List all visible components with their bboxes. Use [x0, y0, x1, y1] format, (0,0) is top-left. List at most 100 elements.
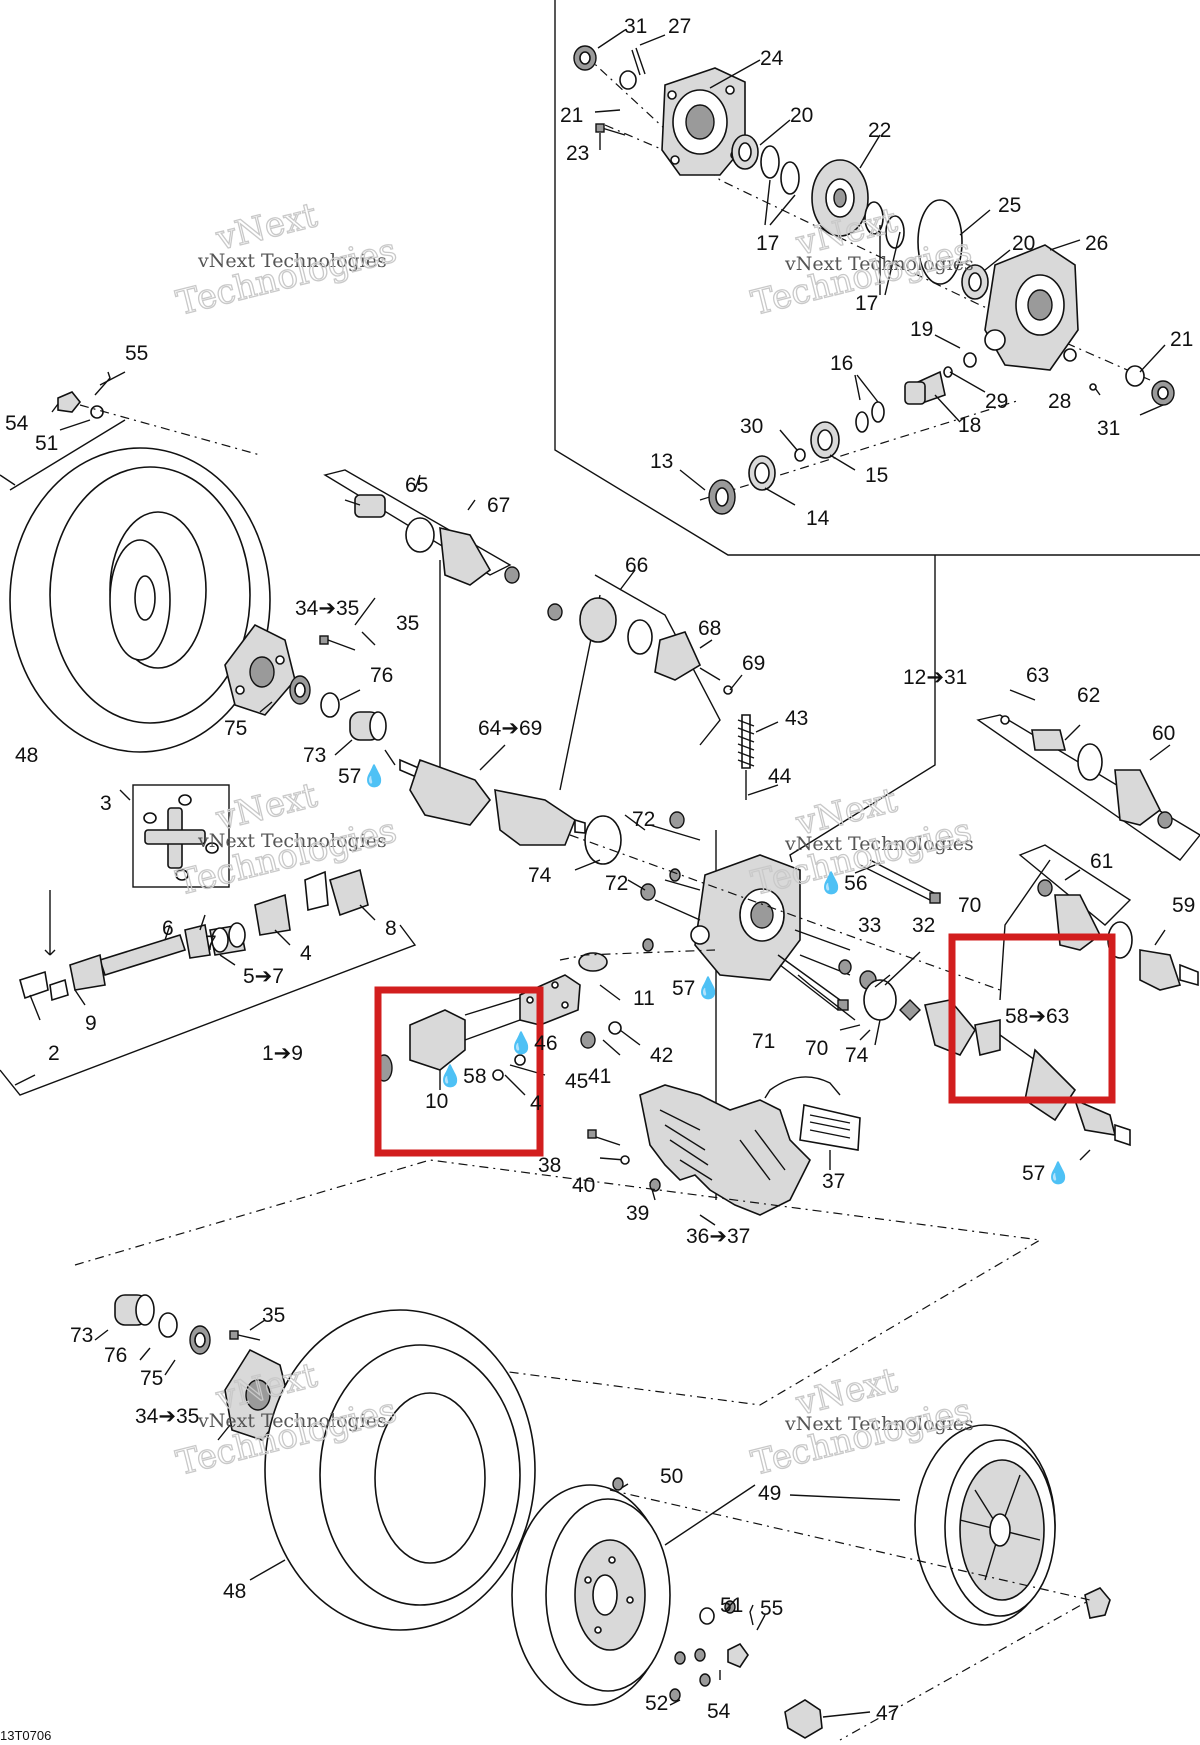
bearing-20-right — [961, 264, 989, 300]
rear-wheel-left-top — [9, 371, 271, 753]
callout: 70 — [958, 894, 981, 917]
callout: 72 — [605, 872, 628, 895]
callout: 71 — [752, 1030, 775, 1053]
callout: 45 — [565, 1070, 588, 1093]
ring-gear-22 — [811, 159, 869, 237]
callout: 48 — [223, 1580, 246, 1603]
callout: 19 — [910, 318, 933, 341]
watermark-name: vNext Technologies — [197, 250, 387, 272]
callout: 41 — [588, 1065, 611, 1088]
callout: 63 — [1026, 664, 1049, 687]
callout: 24 — [760, 47, 784, 70]
callout: 34➔35 — [135, 1405, 199, 1428]
callout: 5➔7 — [243, 965, 284, 988]
callout: 67 — [487, 494, 510, 517]
callout: 50 — [660, 1465, 683, 1488]
diff-cover-24 — [661, 67, 746, 176]
callout: 54 — [707, 1700, 731, 1723]
callout: 31 — [624, 15, 647, 38]
callout: 47 — [876, 1702, 899, 1725]
callout: 75 — [224, 717, 247, 740]
callout: 17 — [756, 232, 779, 255]
callout: 76 — [104, 1344, 127, 1367]
drive-shaft-left — [323, 469, 743, 871]
callout: 76 — [370, 664, 393, 687]
callout: 74 — [845, 1044, 869, 1067]
pinion-18 — [904, 370, 946, 405]
prop-shaft-1-9 — [19, 868, 376, 1021]
highlight-box-right-axle — [948, 933, 1116, 1104]
callout: 12➔31 — [903, 666, 967, 689]
watermark-name: vNext Technologies — [784, 253, 974, 275]
diff-housing-26 — [984, 244, 1079, 371]
watermark-name: vNext Technologies — [197, 1410, 387, 1432]
front-output-10 — [375, 949, 716, 1096]
callout: 35 — [262, 1304, 285, 1327]
callout: 61 — [1090, 850, 1113, 873]
callout: 20 — [1012, 232, 1035, 255]
callout: 16 — [830, 352, 853, 375]
bearing-15 — [810, 421, 840, 459]
callout: 73 — [303, 744, 326, 767]
callout: 1➔9 — [262, 1042, 303, 1065]
callout: 13 — [650, 450, 673, 473]
callout: 💧46 — [508, 1030, 558, 1055]
callout: 42 — [650, 1044, 673, 1067]
bearing-20-top — [731, 134, 759, 170]
callout: 40 — [572, 1174, 595, 1197]
callout: 3 — [100, 792, 112, 815]
callout: 18 — [958, 414, 981, 437]
spacer-14 — [748, 455, 776, 491]
front-differential-56 — [569, 811, 1001, 1046]
callout: 2 — [48, 1042, 60, 1065]
callout: 27 — [668, 15, 691, 38]
callout: 21 — [1170, 328, 1193, 351]
drive-shaft-right — [899, 689, 1200, 1161]
seal-31-top — [573, 45, 597, 71]
callout: 54 — [5, 412, 29, 435]
callout: 6 — [162, 917, 174, 940]
callout: 72 — [632, 808, 655, 831]
callout: 4 — [530, 1092, 542, 1115]
callout: 74 — [528, 864, 552, 887]
callout: 11 — [633, 987, 655, 1010]
callout: 43 — [785, 707, 808, 730]
oring-21-top — [619, 70, 637, 90]
callout: 65 — [405, 474, 428, 497]
callout: 38 — [538, 1154, 561, 1177]
watermark-name: vNext Technologies — [784, 1413, 974, 1435]
callout: 73 — [70, 1324, 93, 1347]
callout: 59 — [1172, 894, 1195, 917]
callout: 55 — [760, 1597, 783, 1620]
watermark-name: vNext Technologies — [197, 830, 387, 852]
callout: 4 — [300, 942, 312, 965]
callout: 8 — [385, 917, 397, 940]
frame-lines — [0, 0, 1200, 1096]
callout: 36➔37 — [686, 1225, 750, 1248]
seal-13 — [708, 479, 736, 515]
callout: 70 — [805, 1037, 828, 1060]
callout: 39 — [626, 1202, 649, 1225]
hub-34-top — [224, 597, 396, 766]
rear-differential-group — [573, 29, 1175, 515]
callout: 66 — [625, 554, 648, 577]
callout: 55 — [125, 342, 148, 365]
callout: 9 — [85, 1012, 97, 1035]
callout: 64➔69 — [478, 717, 542, 740]
callout: 29 — [985, 390, 1008, 413]
callout: 34➔35 — [295, 597, 359, 620]
callout: 57💧 — [338, 763, 388, 788]
callout: 51 — [720, 1594, 743, 1617]
callout: 48 — [15, 744, 38, 767]
ujoint-kit-3 — [44, 784, 230, 956]
callout: 75 — [140, 1367, 163, 1390]
callout: 10 — [425, 1090, 448, 1113]
callout: 28 — [1048, 390, 1071, 413]
callout: 7 — [205, 932, 217, 955]
callout: 69 — [742, 652, 765, 675]
callout: 35 — [396, 612, 419, 635]
callout: 62 — [1077, 684, 1100, 707]
callout: 26 — [1085, 232, 1108, 255]
callout: 23 — [566, 142, 589, 165]
